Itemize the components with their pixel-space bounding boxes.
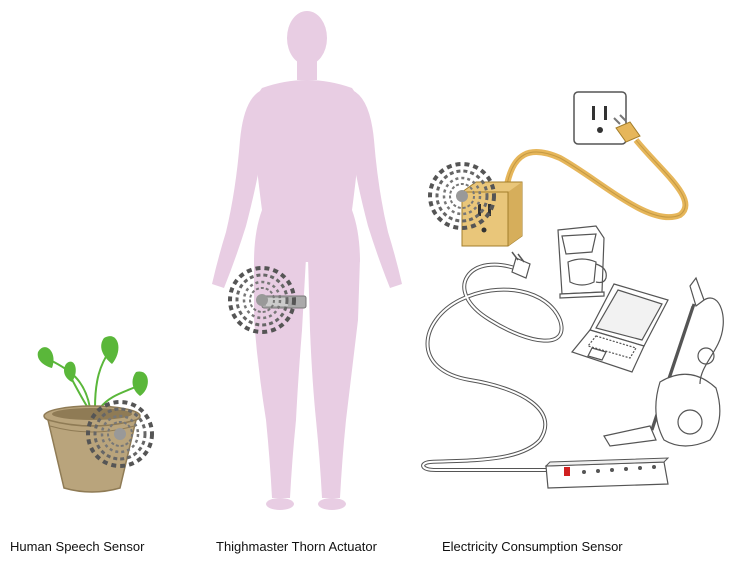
coffee-maker-icon — [558, 226, 606, 298]
caption-electricity-consumption-sensor: Electricity Consumption Sensor — [442, 539, 623, 554]
switch-red — [564, 467, 570, 476]
human-silhouette-icon — [212, 11, 402, 510]
thorn-actuator-icon — [262, 296, 306, 308]
sensor-outlet-box — [462, 182, 522, 246]
caption-human-speech-sensor: Human Speech Sensor — [10, 539, 144, 554]
power-strip-icon — [546, 458, 668, 488]
caption-thighmaster-thorn-actuator: Thighmaster Thorn Actuator — [216, 539, 377, 554]
appliance-cord-icon — [423, 252, 561, 470]
wall-outlet-icon — [574, 92, 626, 144]
